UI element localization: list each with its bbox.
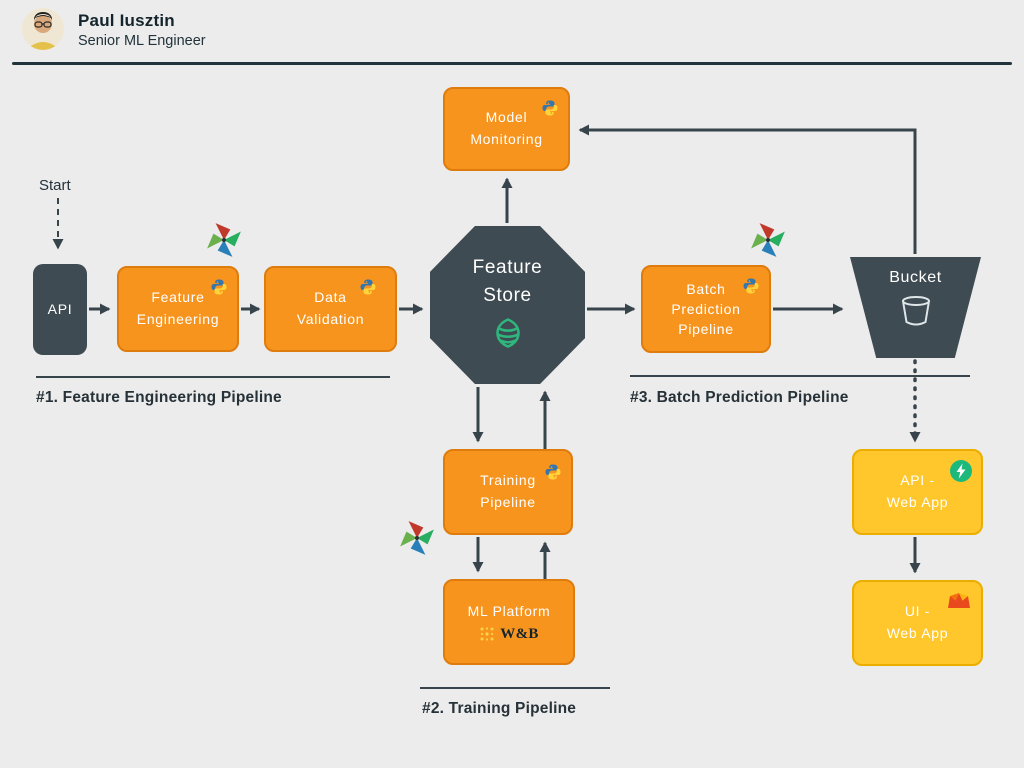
- section-3-label: #3. Batch Prediction Pipeline: [630, 389, 849, 406]
- arrow-bucket-to-model-monitoring: [578, 124, 917, 254]
- wandb-dots-icon: [480, 627, 494, 641]
- node-ml-platform-label: ML Platform: [467, 603, 551, 620]
- start-label: Start: [39, 177, 71, 194]
- node-training-pipeline-label: Training Pipeline: [480, 472, 536, 510]
- wandb-logo: W&B: [479, 626, 538, 643]
- node-ml-platform: ML Platform W&B: [443, 579, 575, 665]
- node-model-monitoring: Model Monitoring: [443, 87, 570, 171]
- node-api: API: [33, 264, 87, 355]
- pinwheel-icon: [205, 221, 243, 259]
- node-feature-store-label: Feature Store: [472, 257, 543, 306]
- wandb-text: W&B: [500, 625, 539, 642]
- header-divider: [12, 62, 1012, 65]
- node-model-monitoring-label: Model Monitoring: [470, 109, 543, 147]
- avatar: [22, 8, 64, 50]
- node-batch-prediction-pipeline: Batch Prediction Pipeline: [641, 265, 771, 353]
- node-bucket-label: Bucket: [889, 269, 942, 286]
- user-name: Paul Iusztin: [78, 11, 175, 30]
- section-2-label: #2. Training Pipeline: [422, 700, 577, 717]
- user-title: Senior ML Engineer: [78, 33, 206, 49]
- node-ui-web-app-label: UI - Web App: [886, 603, 949, 641]
- node-api-web-app: API - Web App: [852, 449, 983, 535]
- node-training-pipeline: Training Pipeline: [443, 449, 573, 535]
- crown-icon: [946, 591, 972, 616]
- pinwheel-icon: [398, 519, 436, 557]
- node-data-validation: Data Validation: [264, 266, 397, 352]
- node-api-web-app-label: API - Web App: [886, 472, 949, 510]
- python-icon: [541, 99, 559, 122]
- lightning-icon: [949, 459, 973, 488]
- hopsworks-leaf-icon: [490, 315, 526, 356]
- node-feature-engineering: Feature Engineering: [117, 266, 239, 352]
- node-ui-web-app: UI - Web App: [852, 580, 983, 666]
- node-batch-prediction-label: Batch Prediction Pipeline: [671, 280, 741, 338]
- section-1-label: #1. Feature Engineering Pipeline: [36, 389, 282, 406]
- python-icon: [210, 278, 228, 301]
- node-data-validation-label: Data Validation: [296, 289, 365, 327]
- bucket-icon: [896, 293, 936, 334]
- node-api-label: API: [47, 300, 73, 317]
- python-icon: [544, 463, 562, 486]
- node-feature-store: Feature Store: [430, 226, 585, 384]
- python-icon: [742, 277, 760, 300]
- python-icon: [359, 278, 377, 301]
- pinwheel-icon: [749, 221, 787, 259]
- node-feature-engineering-label: Feature Engineering: [136, 289, 220, 327]
- profile-photo: [22, 8, 64, 50]
